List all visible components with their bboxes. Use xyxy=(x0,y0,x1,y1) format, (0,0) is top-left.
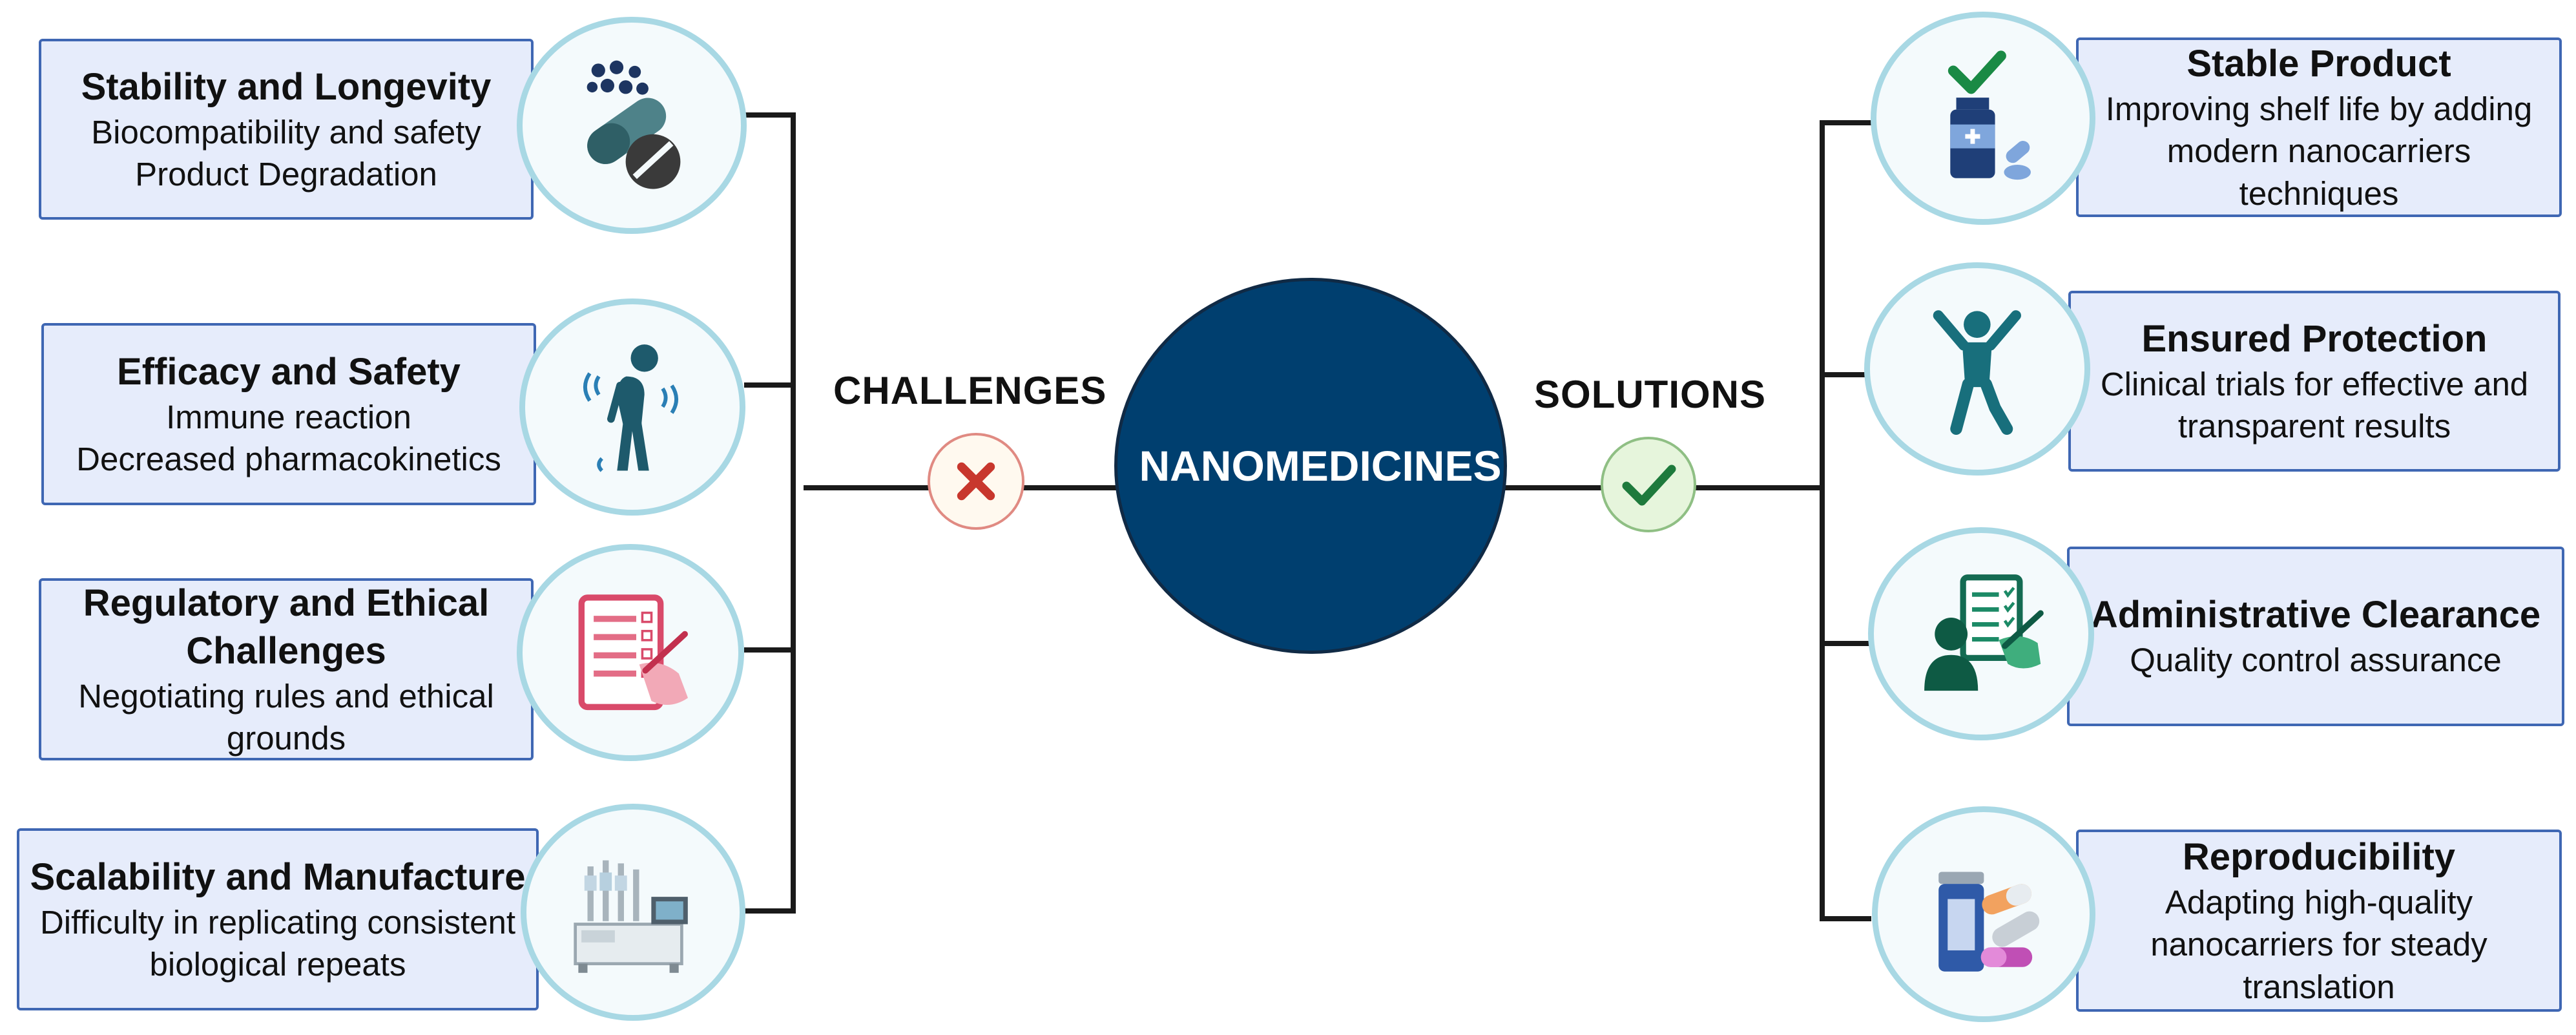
solution-detail: Adapting high-quality nanocarriers for s… xyxy=(2150,884,2488,1005)
solution-title: Ensured Protection xyxy=(2141,317,2488,360)
solution-card-administrative: Administrative Clearance Quality control… xyxy=(2067,547,2564,726)
solution-card-stable-product: Stable Product Improving shelf life by a… xyxy=(2076,37,2562,217)
challenge-detail: Difficulty in replicating consistent bio… xyxy=(39,903,516,983)
challenge-card-regulatory: Regulatory and Ethical Challenges Negoti… xyxy=(39,578,534,760)
cheering-person-icon xyxy=(1933,309,2022,435)
solution-icon-circle xyxy=(1864,262,2090,476)
challenges-branch-4 xyxy=(744,908,796,914)
solution-detail: Quality control assurance xyxy=(2130,642,2502,679)
challenge-title: Scalability and Manufacture xyxy=(30,855,526,898)
challenges-label: CHALLENGES xyxy=(833,369,1107,412)
lab-machine-icon xyxy=(574,860,688,974)
pill-capsules-icon xyxy=(1938,872,2039,972)
challenges-spine xyxy=(791,112,796,914)
challenge-detail: Immune reaction xyxy=(166,398,411,435)
cross-icon xyxy=(957,462,995,501)
challenge-detail: Negotiating rules and ethical grounds xyxy=(78,677,494,757)
challenge-card-stability: Stability and Longevity Biocompatibility… xyxy=(39,39,534,220)
pills-icon xyxy=(587,60,681,189)
challenge-icon-circle xyxy=(517,544,744,761)
solution-detail: Improving shelf life by adding modern na… xyxy=(2105,90,2533,212)
solution-icon-circle xyxy=(1872,806,2095,1022)
solution-title: Reproducibility xyxy=(2182,835,2456,878)
solution-icon-circle xyxy=(1871,12,2095,225)
challenge-title: Efficacy and Safety xyxy=(117,350,461,393)
person-checklist-icon xyxy=(1924,574,2044,691)
solutions-branch-1 xyxy=(1820,120,1871,125)
challenge-title: Regulatory and Ethical Challenges xyxy=(83,581,490,672)
solutions-branch-2 xyxy=(1820,372,1871,377)
solution-title: Administrative Clearance xyxy=(2090,594,2541,636)
solution-card-protection: Ensured Protection Clinical trials for e… xyxy=(2068,291,2560,472)
medicine-bottle-icon xyxy=(1948,50,2031,180)
challenge-icon-circle xyxy=(521,804,745,1021)
cross-badge xyxy=(928,433,1024,530)
solution-title: Stable Product xyxy=(2186,42,2451,85)
weak-person-icon xyxy=(583,344,679,472)
solution-detail: Clinical trials for effective and transp… xyxy=(2100,365,2529,445)
center-node: NANOMEDICINES xyxy=(1114,278,1507,654)
challenge-icon-circle xyxy=(519,298,745,516)
solutions-spine xyxy=(1820,120,1825,921)
challenge-card-efficacy: Efficacy and Safety Immune reaction Decr… xyxy=(41,323,536,505)
check-icon xyxy=(1622,465,1676,506)
solutions-branch-3 xyxy=(1820,641,1871,646)
challenge-detail: Product Degradation xyxy=(135,156,437,193)
check-badge xyxy=(1601,437,1696,532)
checklist-icon xyxy=(578,594,689,711)
challenge-detail: Decreased pharmacokinetics xyxy=(76,441,501,478)
challenge-detail: Biocompatibility and safety xyxy=(91,113,481,151)
solutions-branch-4 xyxy=(1820,916,1871,921)
solutions-label: SOLUTIONS xyxy=(1534,373,1767,416)
challenges-branch-2 xyxy=(744,382,796,388)
challenge-title: Stability and Longevity xyxy=(81,65,492,108)
solution-card-reproducibility: Reproducibility Adapting high-quality na… xyxy=(2076,830,2562,1012)
challenge-icon-circle xyxy=(517,17,747,234)
challenges-branch-1 xyxy=(744,112,796,118)
solution-icon-circle xyxy=(1868,527,2094,740)
center-label: NANOMEDICINES xyxy=(1139,442,1502,490)
challenges-branch-3 xyxy=(744,647,796,653)
challenge-card-scalability: Scalability and Manufacture Difficulty i… xyxy=(17,828,539,1010)
